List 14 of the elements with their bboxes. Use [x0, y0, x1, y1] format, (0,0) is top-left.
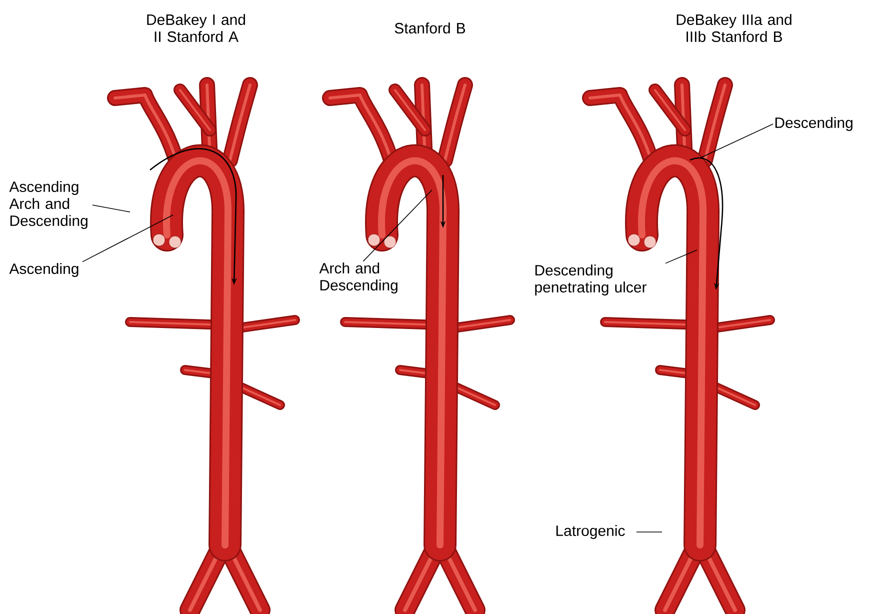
leader-line [82, 214, 174, 262]
leader-line [700, 124, 774, 158]
leader-line [665, 250, 698, 264]
callout-text: Ascending [9, 263, 78, 277]
callout-text: Arch and Descending [319, 262, 398, 294]
callout-text: Ascending Arch and Descending [9, 181, 88, 229]
panel-title: DeBakey IIIa and IIIb Stanford B [676, 14, 792, 42]
leader-line [92, 204, 130, 212]
panel-title: Stanford B [394, 22, 466, 34]
callout-text: Descending penetrating ulcer [535, 264, 646, 296]
leader-line [362, 190, 432, 262]
callout-text: Latrogenic [556, 525, 625, 539]
panel-title: DeBakey I and II Stanford A [147, 14, 246, 42]
callout-text: Descending [775, 117, 852, 131]
